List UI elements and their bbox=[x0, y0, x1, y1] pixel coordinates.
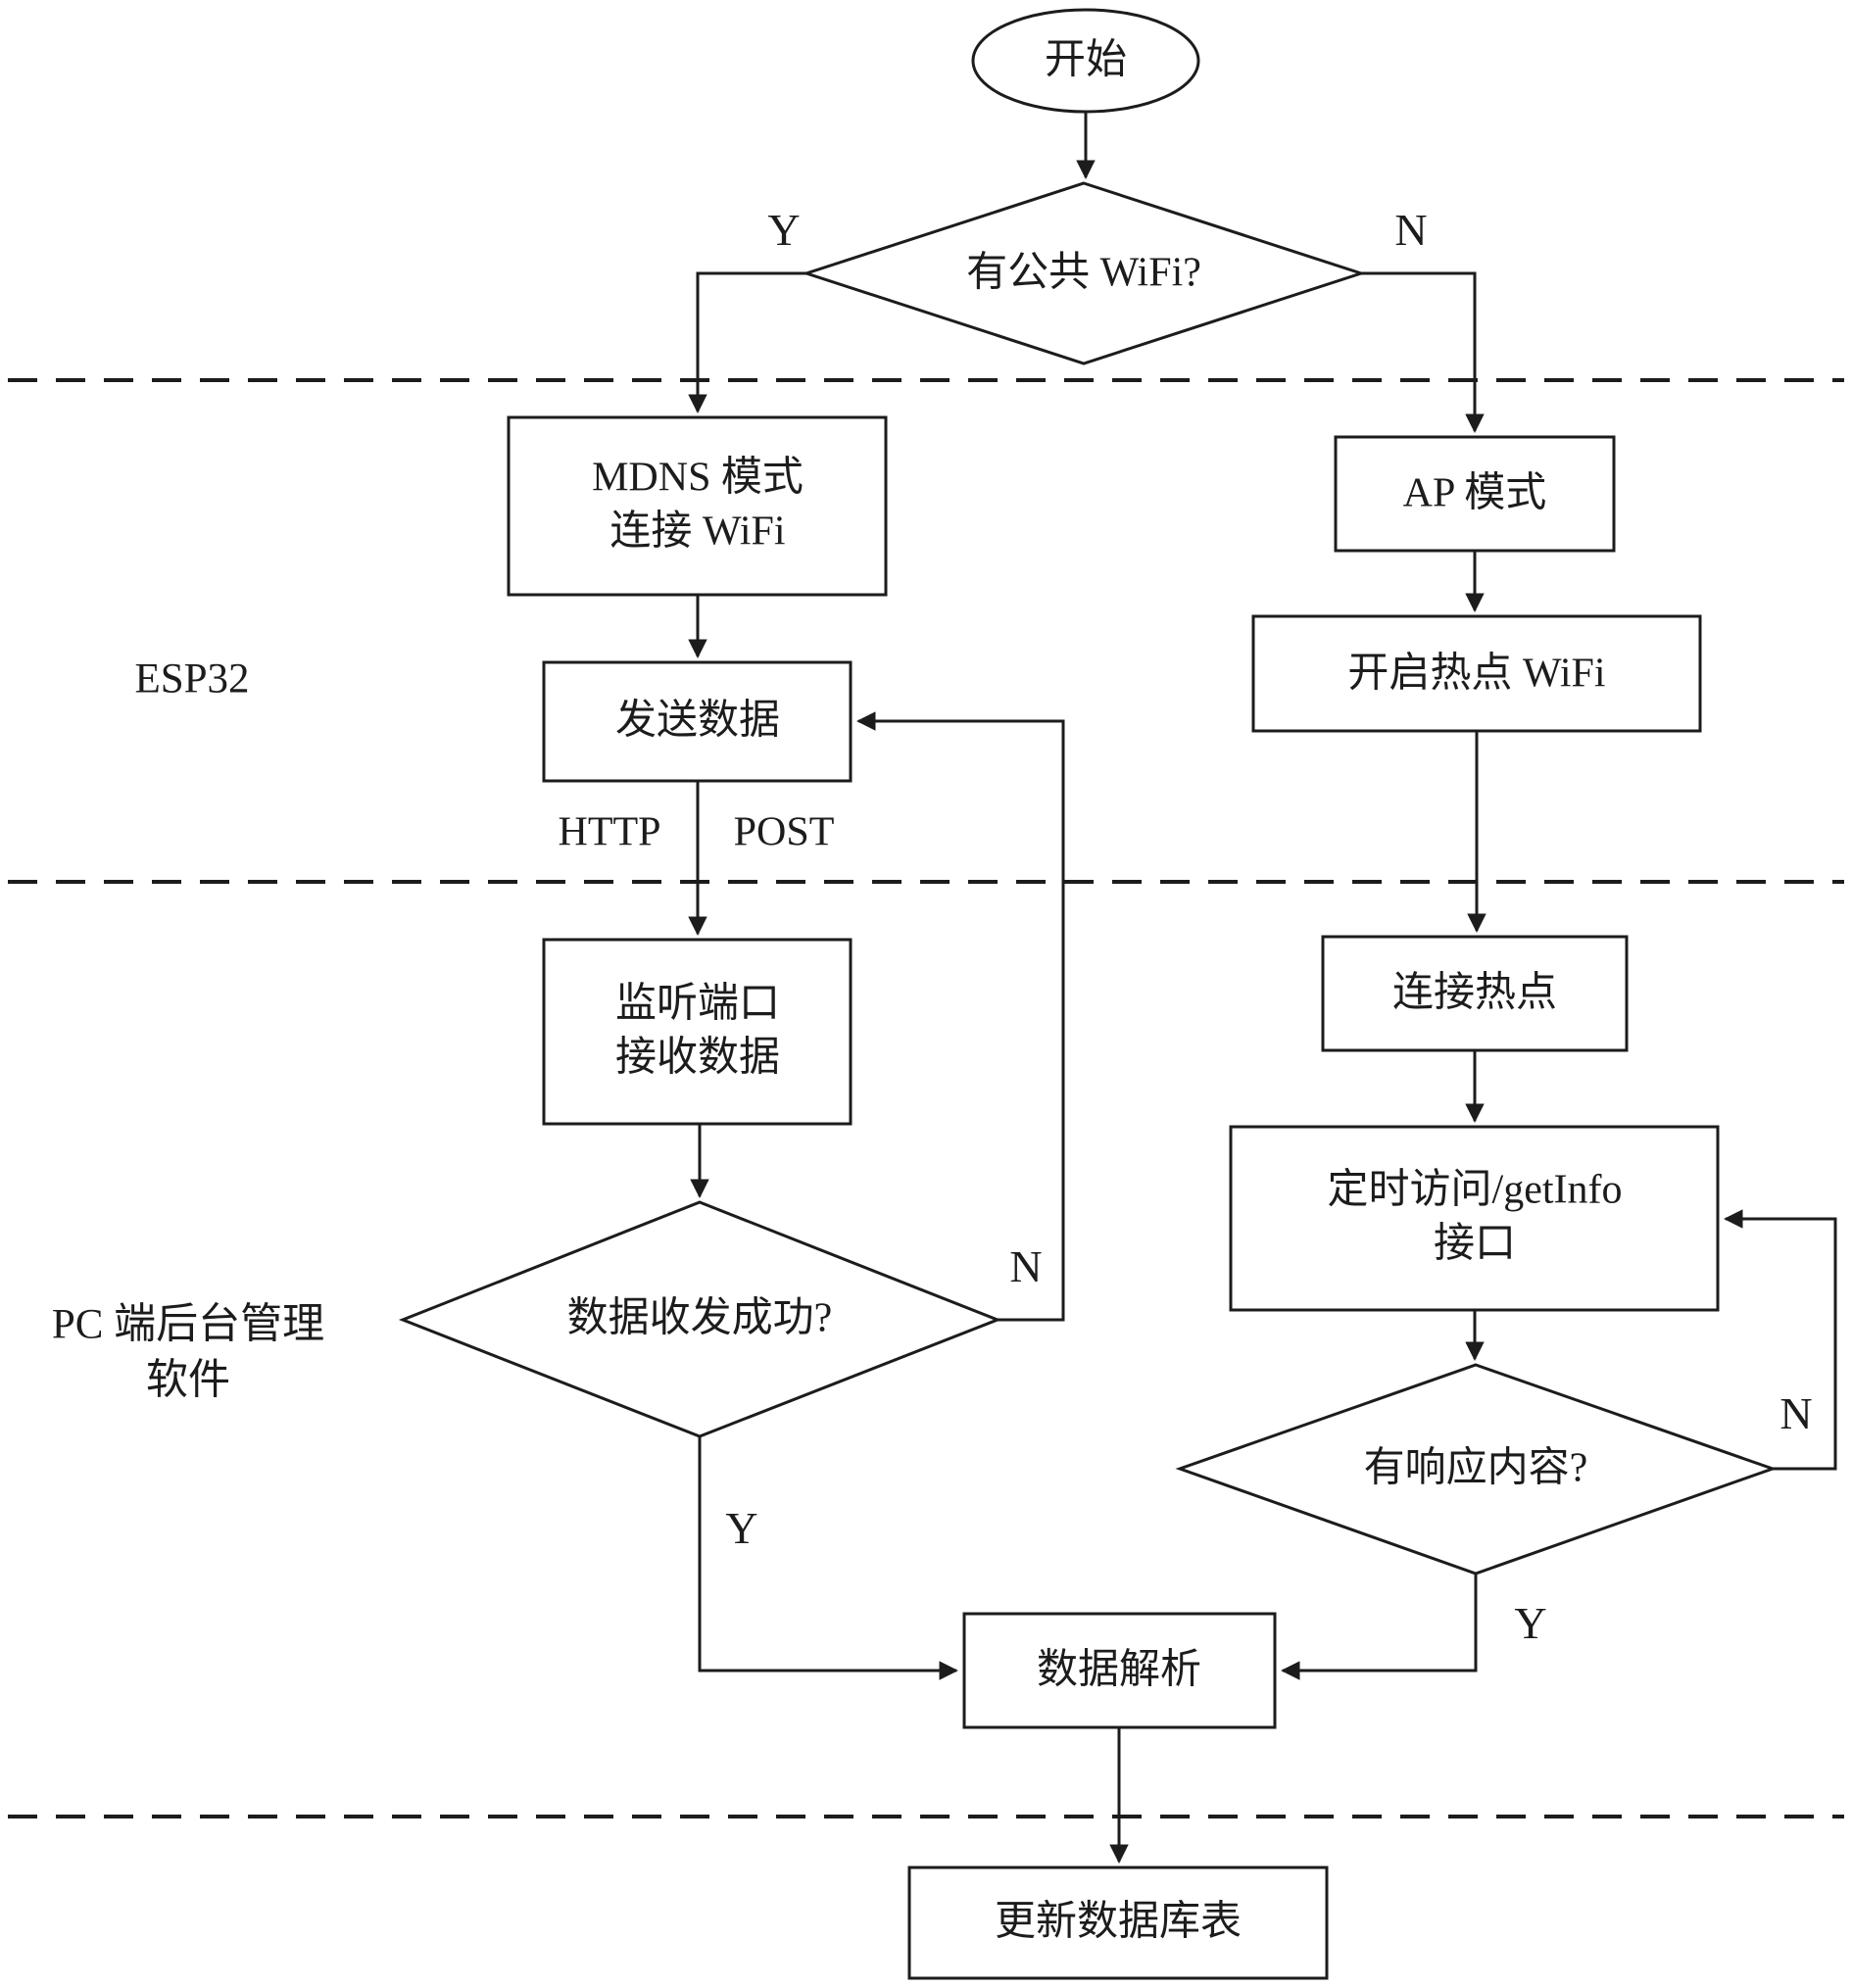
process-connect-hotspot-label: 连接热点 bbox=[1391, 970, 1558, 1016]
process-parse-data-shape bbox=[962, 1612, 1277, 1729]
decision-has-response-shape bbox=[1175, 1363, 1778, 1576]
process-listen-port-label: 监听端口 接收数据 bbox=[614, 981, 781, 1081]
process-listen-port-shape bbox=[542, 938, 853, 1126]
edge-label-resp-no: N bbox=[1779, 1388, 1813, 1438]
edge-label-send-ok: Y bbox=[725, 1503, 758, 1553]
process-ap-mode-shape bbox=[1334, 435, 1616, 553]
edge-send-ok-to-parse bbox=[698, 1436, 958, 1680]
edge-label-wifi-no: N bbox=[1394, 205, 1428, 255]
process-open-hotspot-shape bbox=[1251, 614, 1702, 733]
process-timed-access-label: 定时访问/getInfo 接口 bbox=[1327, 1167, 1623, 1267]
process-open-hotspot-label: 开启热点 WiFi bbox=[1347, 651, 1606, 697]
start-label: 开始 bbox=[1044, 37, 1128, 83]
process-mdns-label: MDNS 模式 连接 WiFi bbox=[592, 455, 804, 555]
protocol-post-label: POST bbox=[733, 809, 835, 855]
decision-send-success-label: 数据收发成功? bbox=[566, 1295, 833, 1341]
edge-label-resp-yes: Y bbox=[1514, 1598, 1547, 1648]
edge-label-wifi-yes: Y bbox=[767, 205, 801, 255]
edge-resp-no-loop bbox=[1724, 1209, 1837, 1471]
decision-has-response-label: 有响应内容? bbox=[1363, 1445, 1588, 1491]
lane-label-esp32: ESP32 bbox=[134, 655, 250, 703]
decision-public-wifi-label: 有公共 WiFi? bbox=[966, 250, 1201, 296]
process-timed-access-shape bbox=[1229, 1125, 1720, 1312]
process-connect-hotspot-shape bbox=[1321, 935, 1629, 1052]
process-parse-data-label: 数据解析 bbox=[1036, 1647, 1202, 1693]
process-send-data-shape bbox=[542, 660, 853, 783]
decision-send-success-shape bbox=[398, 1200, 1002, 1438]
process-ap-mode-label: AP 模式 bbox=[1402, 470, 1547, 516]
process-send-data-label: 发送数据 bbox=[614, 698, 781, 744]
edge-label-send-fail: N bbox=[1009, 1241, 1043, 1291]
lane-label-pc-backend: PC 端后台管理 软件 bbox=[51, 1301, 325, 1403]
process-update-db-shape bbox=[907, 1866, 1329, 1980]
start-terminator-shape bbox=[971, 8, 1200, 114]
protocol-http-label: HTTP bbox=[558, 809, 661, 855]
process-update-db-label: 更新数据库表 bbox=[994, 1899, 1243, 1945]
edge-send-fail-loop bbox=[856, 711, 1065, 1322]
edge-wifi-no bbox=[1361, 271, 1485, 433]
edge-resp-yes-to-parse bbox=[1281, 1574, 1478, 1680]
edge-wifi-yes bbox=[688, 271, 806, 413]
decision-public-wifi-shape bbox=[802, 181, 1366, 365]
process-mdns-shape bbox=[507, 415, 888, 597]
